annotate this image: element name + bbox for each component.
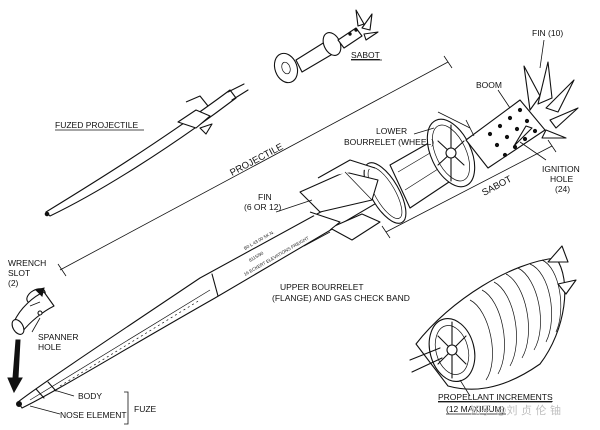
label-fin-10: FIN (10) [532,28,563,38]
label-wrench-slot-3: (2) [8,278,19,288]
label-spanner-hole-1: SPANNER [38,332,78,342]
label-propellant-2: (12 MAXIMUM) [446,404,505,414]
tail-fins [513,61,579,147]
label-fin-6-2: (6 OR 12) [244,202,281,212]
label-nose-element: NOSE ELEMENT [60,410,127,420]
label-fin-6-1: FIN [258,192,272,202]
label-sabot-dim: SABOT [480,174,514,199]
label-spanner-hole-2: HOLE [38,342,61,352]
watermark: 知乎 @刘 贞 伦 铀 [470,403,561,417]
label-wrench-slot-2: SLOT [8,268,30,278]
main-projectile-fins [299,159,381,241]
leader-lines [29,39,547,425]
fuze-detail-inset [7,287,55,394]
label-body: BODY [78,391,102,401]
label-sabot-top: SABOT [351,50,380,60]
label-lower-bourrelet-2: BOURRELET (WHEEL) [344,137,434,147]
label-ignition-hole-1: IGNITION [542,164,580,174]
label-propellant-1: PROPELLANT INCREMENTS [438,392,553,402]
sabot-small-assembly [273,9,379,84]
propellant-increments [409,245,577,390]
label-upper-bourrelet-1: UPPER BOURRELET [280,282,364,292]
label-fuzed-projectile: FUZED PROJECTILE [55,120,138,130]
label-ignition-hole-2: HOLE [550,174,573,184]
label-ignition-hole-3: (24) [555,184,570,194]
fuzed-projectile-small [44,83,249,217]
label-fuze: FUZE [134,404,157,414]
boom-tube [465,99,546,169]
label-upper-bourrelet-2: (FLANGE) AND GAS CHECK BAND [272,293,410,303]
label-wrench-slot-1: WRENCH [8,258,46,268]
main-projectile-body [16,184,386,409]
label-projectile: PROJECTILE [228,141,285,178]
lower-bourrelet-wheel [426,118,476,188]
label-boom: BOOM [476,80,502,90]
dimension-lines [57,55,557,277]
label-lower-bourrelet-1: LOWER [376,126,407,136]
